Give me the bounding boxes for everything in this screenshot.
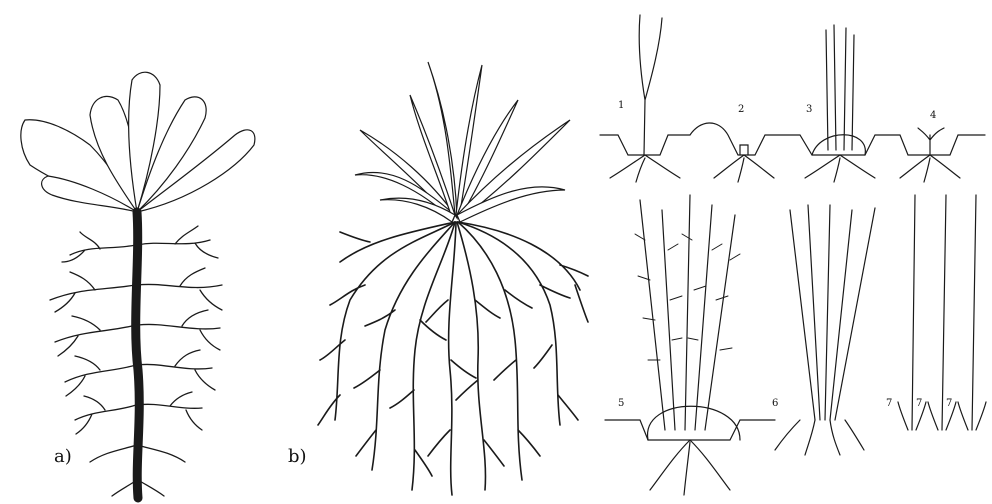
stage-number-1: 1	[618, 100, 624, 111]
stage-2-plant	[714, 145, 774, 182]
label-a: a)	[54, 446, 72, 467]
label-b: b)	[288, 446, 307, 467]
stage-number-6: 6	[772, 398, 778, 409]
stage-6-plant	[775, 205, 875, 455]
stage-number-2: 2	[738, 104, 744, 115]
stage-number-7a: 7	[886, 398, 892, 409]
propagation-stages	[600, 15, 986, 495]
soil-line-bottom	[605, 420, 775, 440]
stage-3-plant	[805, 25, 875, 182]
stage-7-plants	[898, 195, 986, 430]
stage-5-plant	[635, 195, 740, 495]
stage-number-7b: 7	[916, 398, 922, 409]
taproot-leaves	[21, 72, 255, 212]
grass-blades	[355, 62, 570, 222]
stage-number-5: 5	[618, 398, 624, 409]
stage-number-3: 3	[806, 104, 812, 115]
fibrous-plant	[318, 62, 588, 495]
fibrous-roots	[318, 222, 588, 495]
stage-number-7c: 7	[946, 398, 952, 409]
stage-number-4: 4	[930, 110, 936, 121]
soil-line-top	[600, 123, 985, 155]
stage-1-plant	[610, 15, 680, 182]
taproot-main	[136, 212, 140, 498]
taproot-plant	[21, 72, 255, 498]
